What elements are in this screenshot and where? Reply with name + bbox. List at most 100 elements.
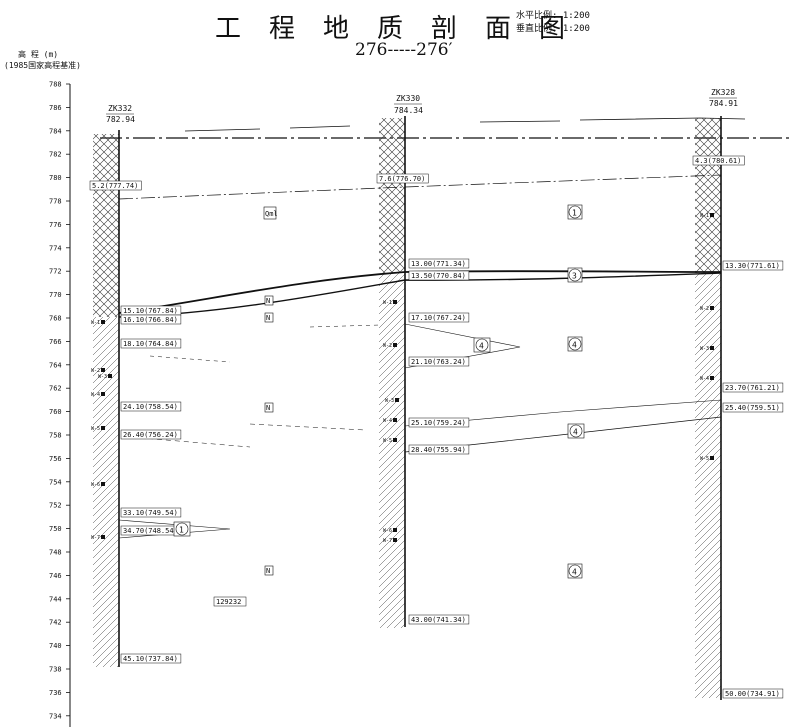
layer-circle-labels: 1 3 4 4 4 4 1 (173, 204, 585, 579)
elevation-tick-label: 742 (49, 619, 62, 627)
layer-label-1-lens: 1 (173, 521, 191, 537)
sample-label: W-4 (91, 392, 100, 398)
depth-label: 15.10(767.84) (123, 307, 178, 315)
borehole-zk328-fill-lower (695, 273, 721, 698)
layer-label-4-bottom: 4 (567, 563, 583, 579)
elevation-tick-label: 760 (49, 408, 62, 416)
depth-label: 25.40(759.51) (725, 404, 780, 412)
depth-label-box (722, 688, 784, 699)
sample-label: W-1 (700, 213, 709, 219)
sample-label: W-4 (700, 376, 709, 382)
svg-text:N: N (266, 567, 270, 575)
layer-label-4-right: 4 (567, 423, 585, 439)
boundary-fill-base (118, 174, 722, 200)
depth-label: 26.40(756.24) (123, 431, 178, 439)
depth-label: 13.30(771.61) (725, 262, 780, 270)
borehole-zk332-elev: 782.94 (106, 115, 135, 124)
sample-mark (393, 343, 397, 347)
sample-mark (393, 418, 397, 422)
sample-mark (710, 346, 714, 350)
sample-label: W-5 (700, 456, 709, 462)
drawing-title: 工程地质剖面图 (215, 14, 594, 44)
elevation-tick-label: 772 (49, 268, 62, 276)
sample-label: W-2 (91, 368, 100, 374)
depth-label-box (722, 382, 784, 393)
boundary-top-weathered-lower (118, 272, 722, 318)
elevation-tick-label: 746 (49, 572, 62, 580)
svg-text:129232: 129232 (216, 598, 241, 606)
svg-text:N: N (266, 404, 270, 412)
elevation-tick-label: 770 (49, 291, 62, 299)
layer-label-1-top: 1 (567, 204, 583, 220)
sample-label: W-2 (383, 343, 392, 349)
sample-label: W-7 (383, 538, 392, 544)
sample-label: W-1 (383, 300, 392, 306)
borehole-zk332-id: ZK332 (108, 104, 132, 113)
depth-label-box (692, 155, 745, 166)
sample-mark (101, 392, 105, 396)
elevation-tick-label: 752 (49, 502, 62, 510)
borehole-zk330-id: ZK330 (396, 94, 420, 103)
sample-label: W-1 (91, 320, 100, 326)
sample-mark (101, 482, 105, 486)
depth-labels: 5.2(777.74)15.10(767.84)16.10(766.84)18.… (89, 155, 784, 699)
depth-label: 4.3(780.61) (695, 157, 741, 165)
elevation-tick-label: 736 (49, 689, 62, 697)
sample-label: W-3 (385, 398, 394, 404)
borehole-zk330-fill-lower (379, 273, 405, 628)
elevation-tick-label: 758 (49, 432, 62, 440)
elevation-tick-label: 782 (49, 151, 62, 159)
borehole-zk330-fill-upper (379, 118, 405, 273)
sample-mark (101, 535, 105, 539)
sample-mark (710, 456, 714, 460)
elevation-tick-label: 774 (49, 244, 62, 252)
depth-label: 23.70(761.21) (725, 384, 780, 392)
elevation-tick-label: 784 (49, 127, 62, 135)
sample-mark (101, 368, 105, 372)
sample-mark (395, 398, 399, 402)
sample-label: W-6 (91, 482, 100, 488)
layer-code-n-1: N (264, 295, 274, 306)
depth-label-box (120, 429, 182, 440)
depth-label-box (120, 401, 182, 412)
layer-box-labels: Qml N N N N (263, 206, 278, 576)
layer-code-qml: Qml (263, 206, 278, 220)
layer-code-n-4: N (264, 565, 274, 576)
sample-mark (101, 320, 105, 324)
vertical-scale: 垂直比例: 1:200 (516, 24, 590, 34)
sample-mark (710, 306, 714, 310)
depth-label: 24.10(758.54) (123, 403, 178, 411)
depth-label-box (120, 507, 182, 518)
elevation-tick-label: 768 (49, 315, 62, 323)
layer-label-4-lens: 4 (473, 337, 491, 353)
svg-text:1: 1 (572, 209, 577, 218)
svg-text:4: 4 (572, 341, 577, 350)
depth-label-box (408, 312, 470, 323)
elevation-tick-label: 776 (49, 221, 62, 229)
layer-code-n-2: N (264, 312, 274, 323)
depth-label: 13.50(770.84) (411, 272, 466, 280)
elevation-tick-label: 740 (49, 642, 62, 650)
depth-label: 17.10(767.24) (411, 314, 466, 322)
depth-label-box (408, 270, 470, 281)
depth-label: 25.10(759.24) (411, 419, 466, 427)
svg-text:Qml: Qml (265, 210, 278, 218)
depth-label: 7.6(776.70) (379, 175, 425, 183)
sample-label: W-2 (700, 306, 709, 312)
elevation-datum: (1985国家高程基准) (4, 61, 81, 70)
sample-mark (710, 213, 714, 217)
elevation-tick-label: 762 (49, 385, 62, 393)
sample-mark (101, 426, 105, 430)
elevation-tick-label: 786 (49, 104, 62, 112)
svg-text:4: 4 (479, 342, 484, 351)
elevation-tick-label: 764 (49, 361, 62, 369)
depth-label: 45.10(737.84) (123, 655, 178, 663)
svg-text:N: N (266, 297, 270, 305)
horizontal-scale: 水平比例: 1:200 (516, 11, 590, 21)
svg-text:3: 3 (572, 272, 577, 281)
depth-label: 18.10(764.84) (123, 340, 178, 348)
borehole-zk328-elev: 784.91 (709, 99, 738, 108)
sample-mark (393, 300, 397, 304)
svg-text:4: 4 (573, 428, 578, 437)
